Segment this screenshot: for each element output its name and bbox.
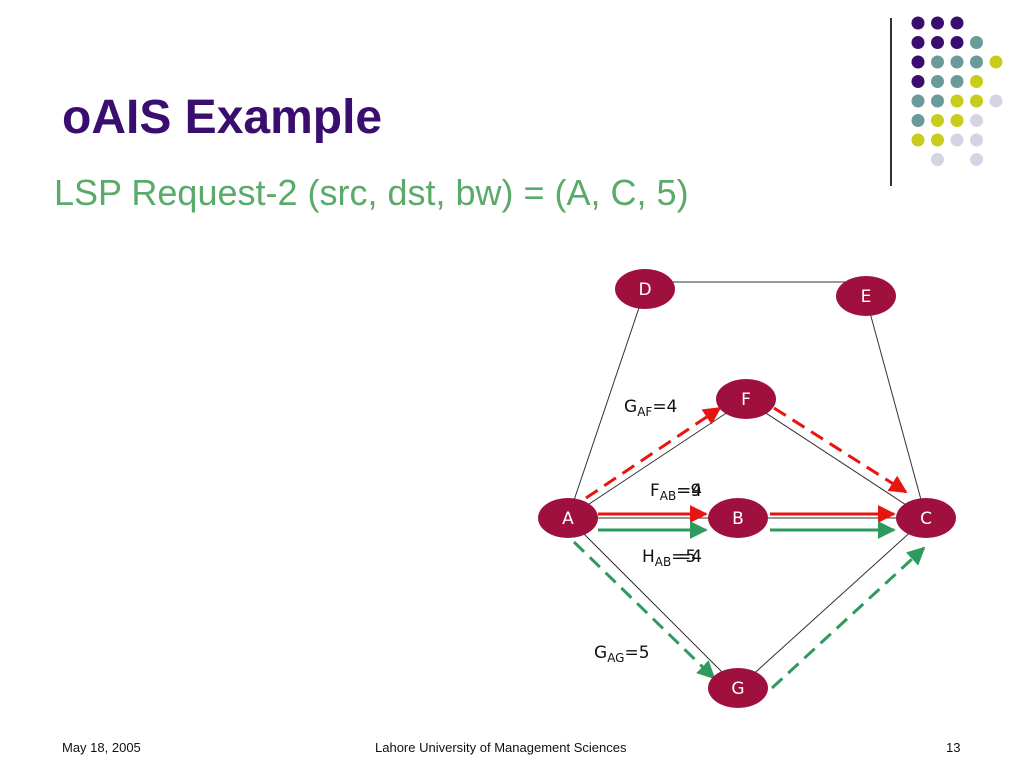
green-dashed-path-g-c xyxy=(770,546,926,690)
decorative-dot xyxy=(911,36,925,49)
node-e-label: E xyxy=(861,287,872,307)
decorative-dot xyxy=(950,36,964,49)
decorative-dot xyxy=(950,75,964,88)
decorative-dot xyxy=(911,55,925,69)
label-h-ab: HAB=5 xyxy=(642,547,696,569)
label-f-ab: FAB=9 xyxy=(650,481,701,503)
node-g-label: G xyxy=(731,679,744,699)
red-dashed-path-f-c xyxy=(773,406,908,494)
decorative-dot xyxy=(931,16,944,30)
link-g-c xyxy=(737,517,927,689)
node-g: G xyxy=(708,668,768,708)
label-g-af: GAF=4 xyxy=(624,397,677,419)
decorative-dot xyxy=(931,36,944,49)
decorative-dot xyxy=(970,75,983,88)
node-d: D xyxy=(615,269,675,309)
footer-institution: Lahore University of Management Sciences xyxy=(375,740,627,755)
label-f-ab-overlay-value: =4 xyxy=(677,481,702,501)
decorative-dot xyxy=(970,133,983,147)
decorative-dot xyxy=(970,55,983,69)
decorative-dot xyxy=(931,75,944,88)
decorative-dot xyxy=(970,94,983,108)
node-c: C xyxy=(896,498,956,538)
label-h-ab-overlay-value: =4 xyxy=(677,547,702,567)
slide-title: oAIS Example xyxy=(62,91,383,144)
decorative-divider xyxy=(890,18,892,186)
decorative-dot xyxy=(931,94,944,108)
decorative-dot xyxy=(950,94,964,108)
link-a-g xyxy=(567,517,739,689)
decorative-dot xyxy=(911,16,925,30)
link-f-c xyxy=(745,399,927,519)
decorative-dot xyxy=(989,94,1003,108)
node-b-label: B xyxy=(732,509,744,529)
decorative-dot xyxy=(911,133,925,147)
decorative-dot xyxy=(911,114,925,127)
decorative-dot xyxy=(931,114,944,127)
node-f: F xyxy=(716,379,776,419)
green-dashed-path-a-g xyxy=(572,540,716,680)
footer-page-number: 13 xyxy=(946,740,961,755)
decorative-dot xyxy=(970,114,983,127)
decorative-dot xyxy=(989,55,1003,69)
decorative-dot xyxy=(911,94,925,108)
decorative-dot xyxy=(970,153,983,166)
decorative-dot xyxy=(950,55,964,69)
decorative-dot xyxy=(911,75,925,88)
decorative-dot xyxy=(931,153,944,166)
decorative-dot xyxy=(950,133,964,147)
decorative-dot xyxy=(970,36,983,49)
footer-date: May 18, 2005 xyxy=(62,740,141,755)
node-f-label: F xyxy=(741,390,751,410)
decorative-dot xyxy=(931,55,944,69)
label-g-ag: GAG=5 xyxy=(594,643,650,665)
red-dashed-path-a-f xyxy=(585,406,722,500)
slide-subtitle: LSP Request-2 (src, dst, bw) = (A, C, 5) xyxy=(54,172,689,213)
decorative-dot xyxy=(931,133,944,147)
node-b: B xyxy=(708,498,768,538)
node-a: A xyxy=(538,498,598,538)
node-e: E xyxy=(836,276,896,316)
decorative-dot-grid xyxy=(911,16,1003,166)
link-e-c xyxy=(865,297,927,519)
node-c-label: C xyxy=(920,509,932,529)
link-a-d xyxy=(567,289,646,519)
node-a-label: A xyxy=(562,509,574,529)
decorative-dot xyxy=(950,114,964,127)
node-d-label: D xyxy=(638,280,651,300)
decorative-dot xyxy=(950,16,964,30)
